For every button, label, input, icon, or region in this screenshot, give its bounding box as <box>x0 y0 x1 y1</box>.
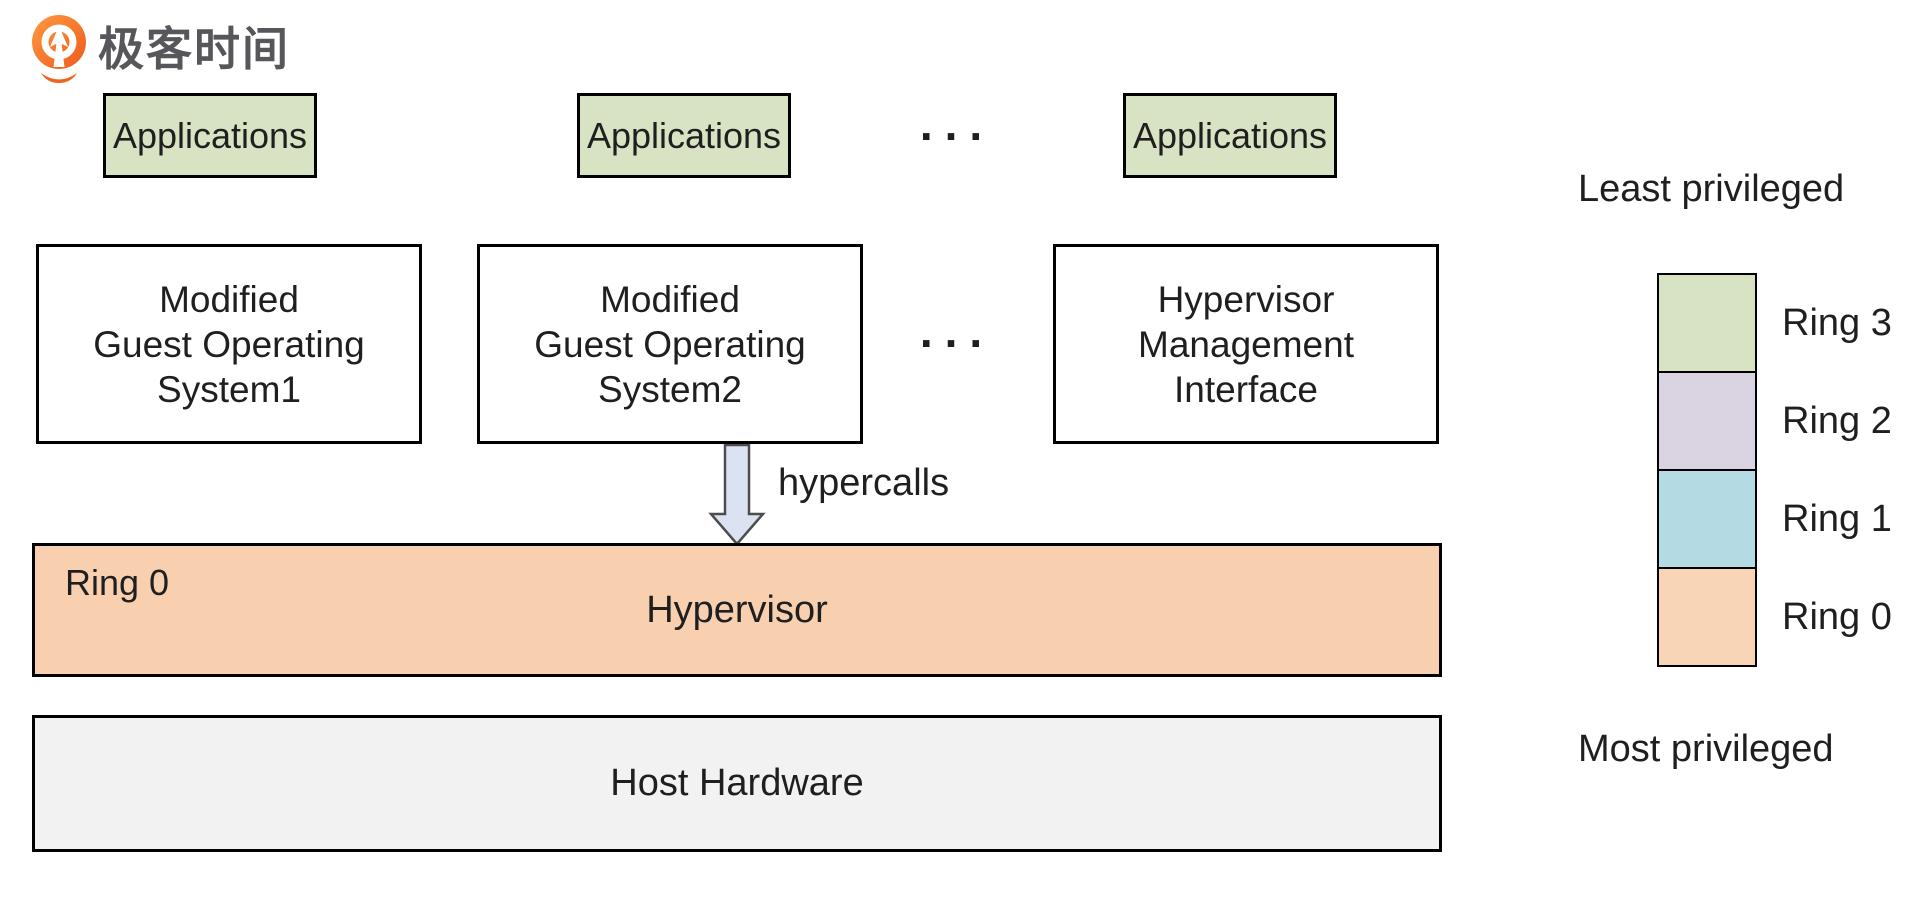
box-line: Management <box>1138 323 1354 365</box>
guest-os-box-1: Modified Guest Operating System1 <box>36 244 422 444</box>
hypervisor-bar: Ring 0 Hypervisor <box>32 543 1442 677</box>
ring2-swatch <box>1657 371 1757 471</box>
ring-row-3: Ring 3 <box>1657 273 1892 373</box>
ring0-swatch <box>1657 567 1757 667</box>
guest-os-box-2: Modified Guest Operating System2 <box>477 244 863 444</box>
box-line: Guest Operating <box>93 323 365 365</box>
applications-label: Applications <box>1132 114 1328 156</box>
down-arrow-shape <box>708 444 766 546</box>
ring3-swatch <box>1657 273 1757 373</box>
hypervisor-ring0-label: Ring 0 <box>65 562 170 603</box>
hypervisor-management-interface-box: Hypervisor Management Interface <box>1053 244 1439 444</box>
ring-row-2: Ring 2 <box>1657 371 1892 471</box>
applications-label: Applications <box>586 114 782 156</box>
ring-row-1: Ring 1 <box>1657 469 1892 569</box>
brand-name: 极客时间 <box>98 23 290 75</box>
least-privileged-label: Least privileged <box>1578 168 1845 210</box>
ring2-label: Ring 2 <box>1782 399 1892 442</box>
ring3-label: Ring 3 <box>1782 301 1892 344</box>
box-line: System2 <box>598 368 742 410</box>
ring1-swatch <box>1657 469 1757 569</box>
brand-logo: 极客时间 <box>30 14 290 84</box>
most-privileged-label: Most privileged <box>1578 728 1834 770</box>
box-line: System1 <box>157 368 301 410</box>
ring1-label: Ring 1 <box>1782 497 1892 540</box>
applications-box-2: Applications <box>577 93 791 178</box>
box-line: Modified <box>159 278 299 320</box>
box-line: Modified <box>600 278 740 320</box>
box-line: Interface <box>1174 368 1318 410</box>
box-line: Hypervisor <box>1157 278 1335 320</box>
applications-box-3: Applications <box>1123 93 1337 178</box>
hypercalls-label: hypercalls <box>778 462 950 504</box>
host-hardware-bar: Host Hardware <box>32 715 1442 852</box>
host-hardware-title: Host Hardware <box>610 762 864 804</box>
geektime-pin-icon <box>32 15 86 83</box>
box-line: Guest Operating <box>534 323 806 365</box>
applications-label: Applications <box>112 114 308 156</box>
privilege-ring-stack: Ring 3 Ring 2 Ring 1 Ring 0 <box>1657 273 1892 667</box>
applications-box-1: Applications <box>103 93 317 178</box>
hypervisor-title: Hypervisor <box>646 588 828 631</box>
ellipsis-middle: ... <box>919 305 995 357</box>
ring0-label: Ring 0 <box>1782 595 1892 638</box>
ring-row-0: Ring 0 <box>1657 567 1892 667</box>
ellipsis-top: ... <box>919 98 995 150</box>
hypercalls-arrow-icon <box>708 444 766 546</box>
